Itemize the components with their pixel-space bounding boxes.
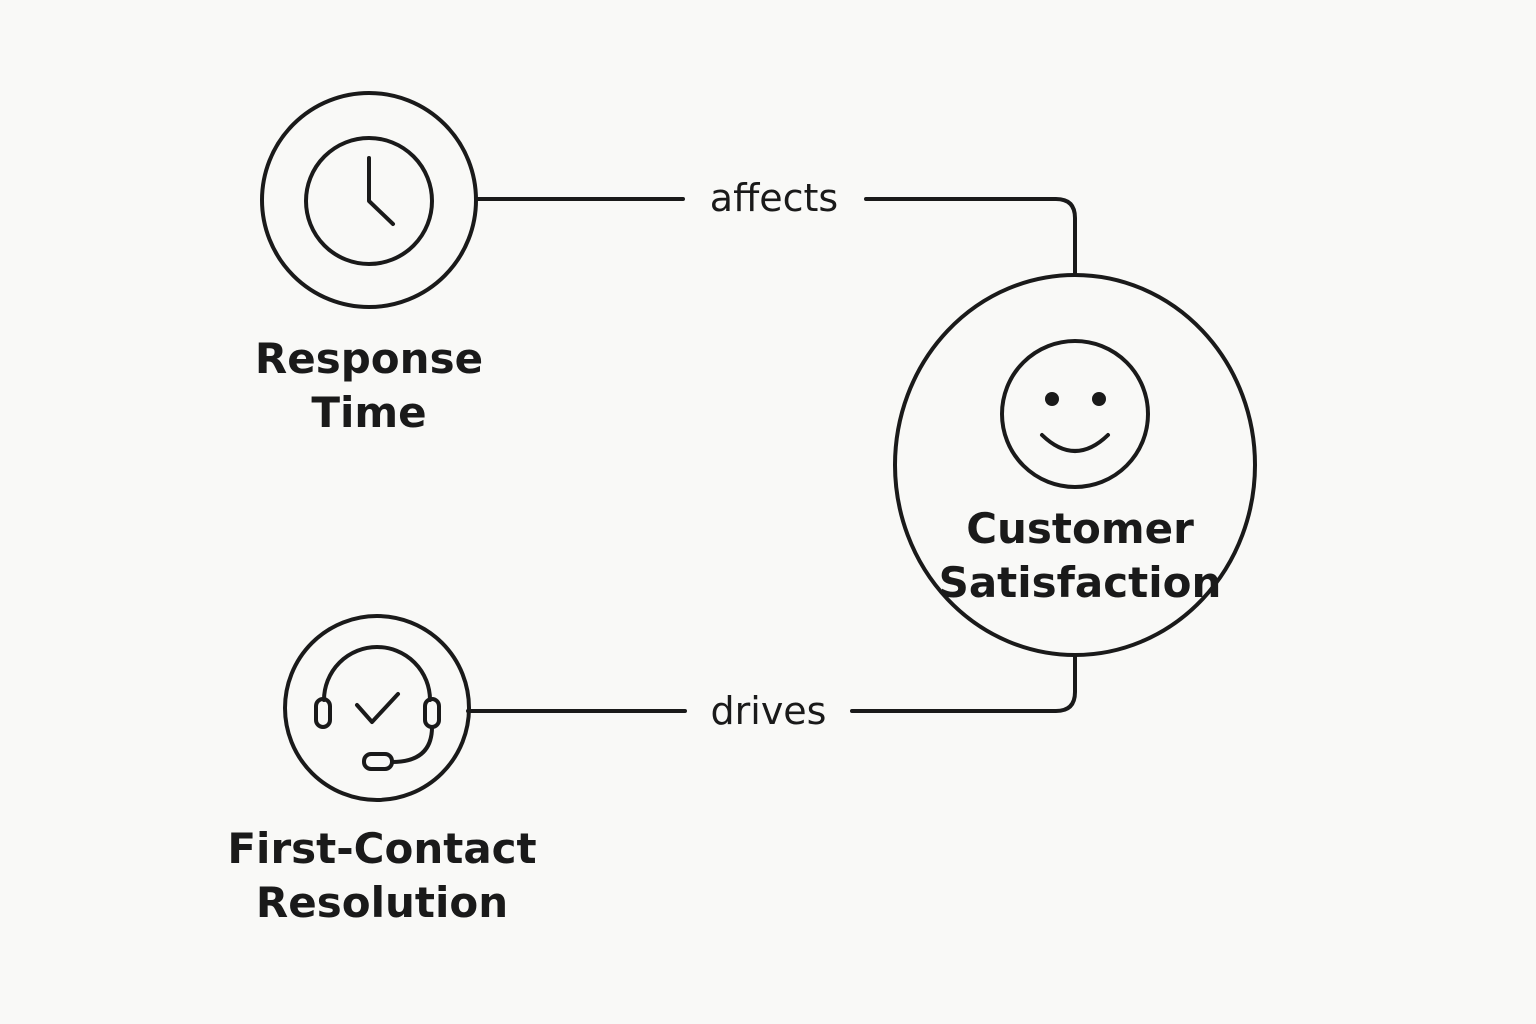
edge-affects-connector — [476, 197, 1077, 277]
first-contact-resolution-label-line1: First-Contact — [227, 824, 537, 873]
edge-label-drives: drives — [710, 689, 827, 733]
headset-check-icon — [314, 645, 441, 771]
response-time-label-line2: Time — [311, 388, 427, 437]
edge-label-affects: affects — [709, 176, 839, 220]
response-time-label-line1: Response — [254, 334, 484, 383]
response-time-node-circle — [260, 91, 478, 309]
first-contact-resolution-label: First-Contact Resolution — [207, 822, 557, 930]
first-contact-resolution-node-circle — [283, 614, 471, 802]
clock-icon — [304, 136, 434, 266]
response-time-label: Response Time — [219, 332, 519, 440]
smiley-face-icon — [1000, 339, 1150, 489]
first-contact-resolution-label-line2: Resolution — [255, 878, 509, 927]
customer-satisfaction-label-line2: Satisfaction — [938, 558, 1222, 607]
customer-satisfaction-label-line1: Customer — [966, 504, 1194, 553]
customer-satisfaction-node-circle — [893, 273, 1257, 657]
customer-satisfaction-label: Customer Satisfaction — [925, 502, 1235, 610]
edge-drives-connector — [466, 653, 1077, 713]
